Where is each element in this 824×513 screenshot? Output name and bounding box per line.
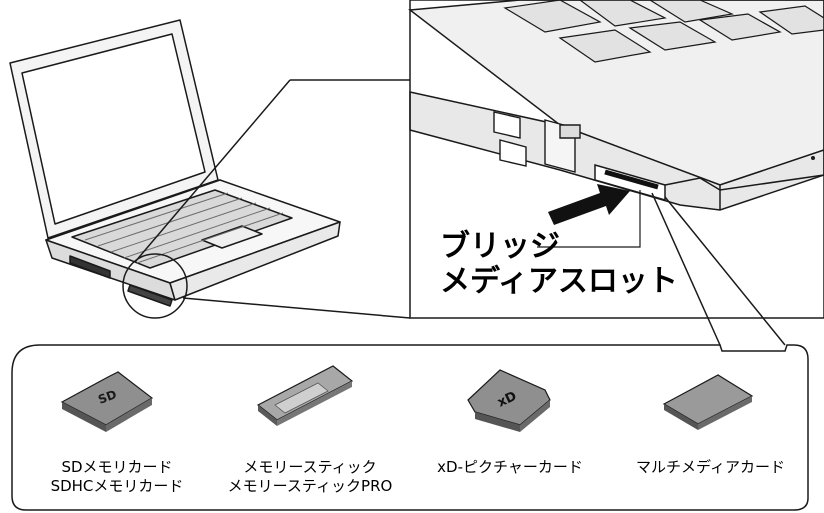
memory-stick-label: メモリースティック メモリースティックPRO [220, 458, 400, 496]
xd-card-label: xD-ピクチャーカード [430, 458, 590, 477]
memory-stick-icon [256, 365, 354, 426]
memory-stick-label-line1: メモリースティック [243, 458, 377, 476]
xd-card-icon: xD [467, 369, 551, 432]
svg-text:xD: xD [495, 389, 519, 411]
svg-text:SD: SD [96, 387, 118, 407]
multimedia-card-icon [662, 374, 754, 430]
zoom-detail-box [408, 0, 824, 319]
multimedia-card-label-line1: マルチメディアカード [636, 458, 785, 476]
callout-line1: ブリッジ [440, 229, 560, 264]
insert-arrow-icon [548, 184, 630, 225]
memory-stick-label-line2: メモリースティックPRO [227, 477, 393, 495]
laptop-illustration [9, 19, 341, 307]
sd-card-label: SDメモリカード SDHCメモリカード [47, 458, 187, 496]
magnifier-circle [122, 253, 188, 319]
callout-line2: メディアスロット [440, 264, 678, 299]
card-panel [11, 344, 809, 511]
sd-card-label-line2: SDHCメモリカード [50, 477, 184, 495]
sd-card-icon: SD [60, 371, 154, 432]
sd-card-label-line1: SDメモリカード [61, 458, 173, 476]
xd-card-label-line1: xD-ピクチャーカード [437, 458, 583, 476]
multimedia-card-label: マルチメディアカード [628, 458, 793, 477]
